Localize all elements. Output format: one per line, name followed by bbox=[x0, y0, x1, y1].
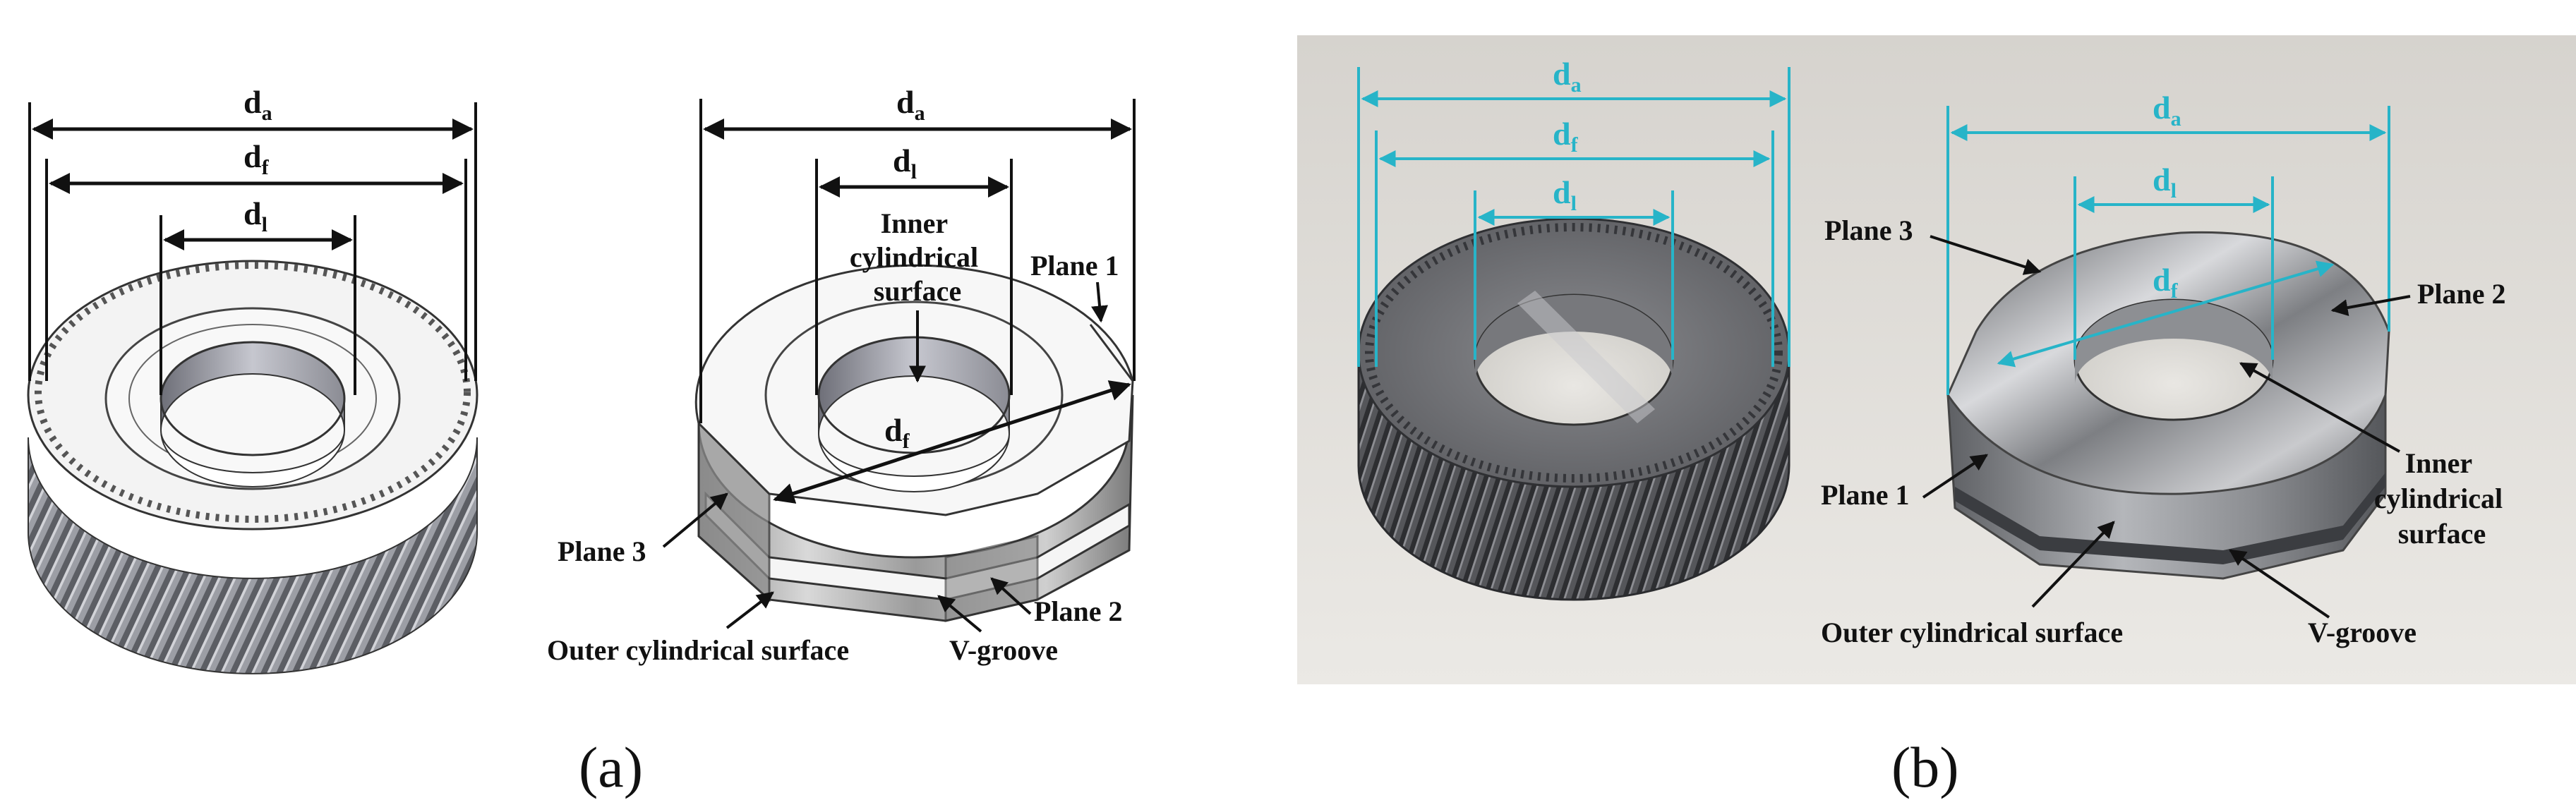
gear-da-label: da bbox=[243, 84, 272, 125]
outer-surface-label: Outer cylindrical surface bbox=[547, 634, 849, 666]
workpiece-df-label: df bbox=[884, 412, 910, 453]
gear-hub-outer bbox=[104, 307, 401, 490]
photo-vgroove-label: V-groove bbox=[2308, 617, 2416, 648]
panel-b-photo: da df dl da dl df Plane 3 Plane 2 Plane … bbox=[1297, 35, 2576, 684]
caption-b: (b) bbox=[1891, 735, 1959, 799]
photo-wp-da-label: da bbox=[2153, 90, 2181, 131]
photo-plane-2-label: Plane 2 bbox=[2417, 278, 2506, 310]
panel-a-gear: da df dl bbox=[27, 84, 479, 674]
gear-df-label: df bbox=[243, 138, 270, 179]
gear-dl-label: dl bbox=[243, 195, 267, 236]
gear-tooth-tips bbox=[35, 262, 471, 523]
photo-wp-dl-label: dl bbox=[2153, 162, 2177, 202]
photo-wp-df-label: df bbox=[2153, 262, 2179, 303]
workpiece-da-label: da bbox=[896, 84, 925, 125]
plane-1-label: Plane 1 bbox=[1030, 250, 1119, 281]
plane-2-label: Plane 2 bbox=[1034, 595, 1123, 627]
workpiece-inner-label: Inner cylindrical surface bbox=[850, 207, 985, 307]
photo-gear bbox=[1357, 217, 1790, 601]
vgroove-label: V-groove bbox=[949, 634, 1058, 666]
photo-gear-da-label: da bbox=[1553, 56, 1582, 97]
photo-wp-df-dimension bbox=[1997, 260, 2335, 368]
workpiece-dl-label: dl bbox=[893, 143, 917, 183]
photo-outer-label: Outer cylindrical surface bbox=[1821, 617, 2123, 648]
photo-inner-label: Inner cylindrical surface bbox=[2374, 447, 2510, 550]
photo-plane-1-label: Plane 1 bbox=[1821, 479, 1910, 511]
photo-plane-3-label: Plane 3 bbox=[1824, 214, 1913, 246]
panel-a-workpiece: da dl df Inner cylindrical surface Plane… bbox=[547, 84, 1136, 666]
photo-gear-dl-label: dl bbox=[1553, 174, 1577, 215]
photo-gear-df-label: df bbox=[1553, 116, 1579, 157]
plane-3-label: Plane 3 bbox=[558, 535, 646, 567]
caption-a: (a) bbox=[579, 735, 643, 799]
gear-side-teeth bbox=[28, 437, 478, 674]
workpiece-df-dimension bbox=[773, 380, 1131, 504]
